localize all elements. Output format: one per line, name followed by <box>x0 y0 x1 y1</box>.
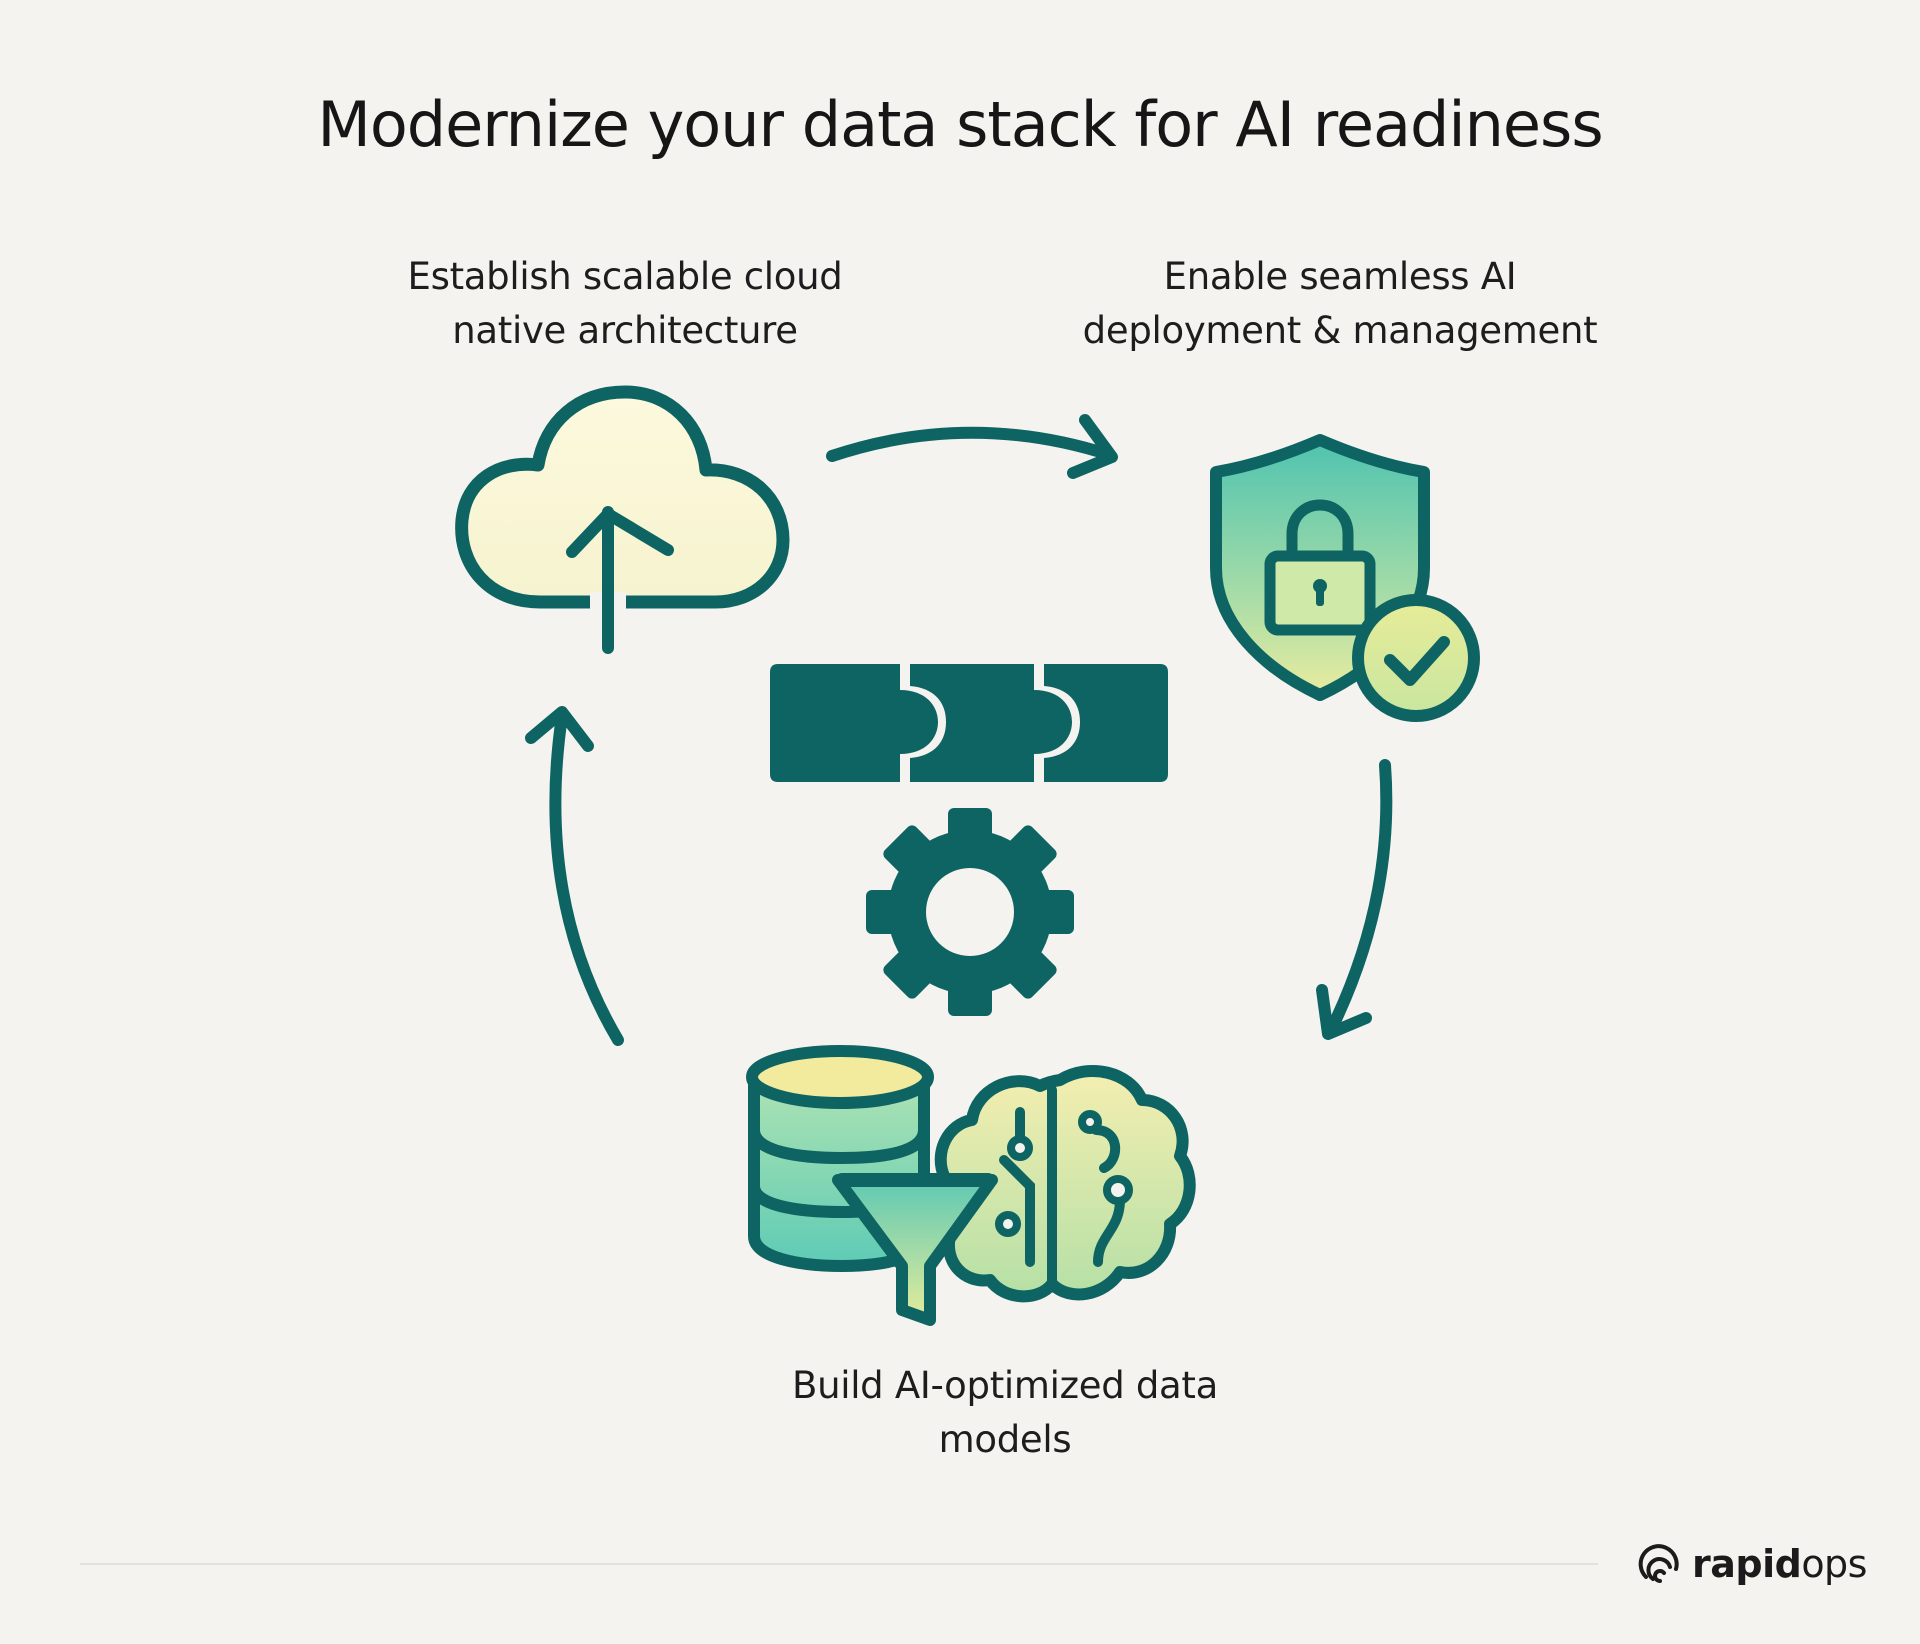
filter-funnel-icon <box>832 1173 998 1326</box>
cloud-upload-icon <box>455 385 790 654</box>
page-title: Modernize your data stack for AI readine… <box>317 88 1603 161</box>
brand-wordmark: rapidops <box>1692 1542 1867 1586</box>
step-label-ai: Enable seamless AI deployment & manageme… <box>1060 250 1620 358</box>
arrow-cloud-to-ai <box>826 414 1118 479</box>
rapidops-logo-icon <box>1638 1544 1679 1583</box>
shield-lock-check-icon <box>1210 434 1480 722</box>
brain-icon <box>927 1064 1196 1303</box>
footer-divider <box>80 1563 1598 1565</box>
step-label-line: deployment & management <box>1082 309 1598 352</box>
step-label-line: models <box>938 1418 1072 1461</box>
brand-logo: rapidops <box>1636 1538 1867 1590</box>
step-label-data: Build AI-optimized data models <box>730 1359 1280 1467</box>
brand-wordmark-regular: ops <box>1801 1542 1867 1586</box>
gear-icon <box>866 808 1074 1016</box>
arrow-ai-to-data <box>1316 759 1393 1040</box>
step-label-line: Establish scalable cloud <box>407 255 843 298</box>
puzzle-pieces-icon <box>770 664 1168 782</box>
step-label-line: native architecture <box>452 309 798 352</box>
step-label-cloud: Establish scalable cloud native architec… <box>370 250 880 358</box>
arrow-data-to-cloud <box>525 706 624 1046</box>
database-filter-brain-icon <box>746 1045 1196 1326</box>
step-label-line: Build AI-optimized data <box>791 1364 1218 1407</box>
brand-wordmark-bold: rapid <box>1692 1542 1802 1586</box>
step-label-line: Enable seamless AI <box>1163 255 1517 298</box>
